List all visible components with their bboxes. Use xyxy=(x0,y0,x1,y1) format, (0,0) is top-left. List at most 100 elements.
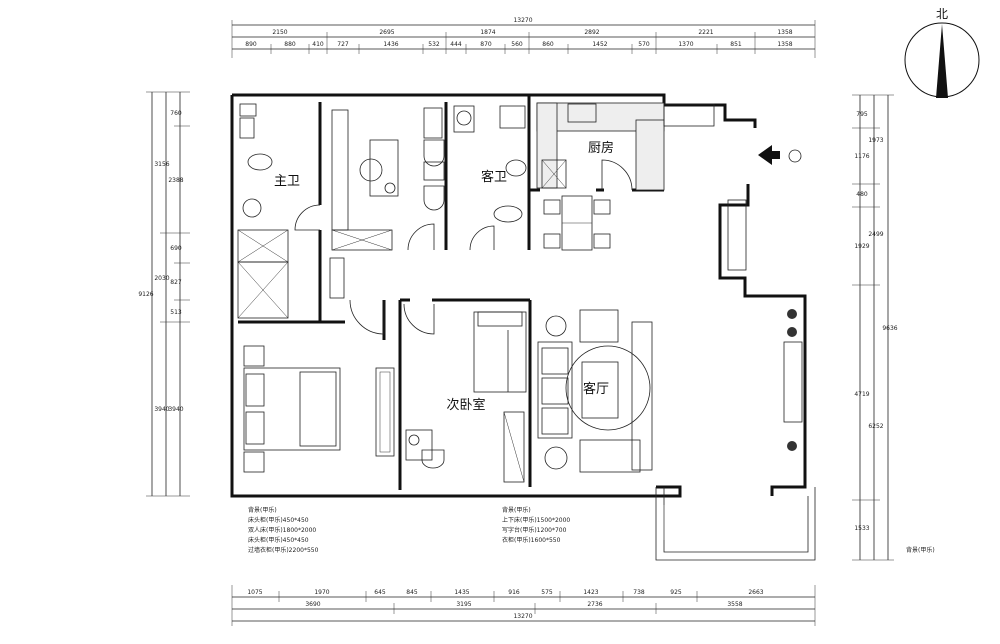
chair-icon xyxy=(593,233,611,249)
bottom-dimension-lines: 1075 1970 645 845 1435 916 575 1423 738 … xyxy=(231,585,816,626)
left-dimension-lines: 9126 3156 2030 3940 760 2388 690 827 513… xyxy=(138,91,190,497)
dim-label: 2499 xyxy=(868,231,883,238)
wardrobe-icon xyxy=(503,411,525,483)
door-swing xyxy=(407,223,435,251)
door-swing xyxy=(294,204,321,231)
balcony-wall xyxy=(663,487,809,553)
chair-icon xyxy=(421,449,445,469)
legend-item: 衣柜(甲乐)1600*550 xyxy=(502,536,561,544)
counter-icon xyxy=(536,102,558,189)
dim-label: 845 xyxy=(406,589,418,596)
dim-label: 2695 xyxy=(379,29,394,36)
legend-right: 背景(甲乐) 上下床(甲乐)1500*2000 写字台(甲乐)1200*700 … xyxy=(502,506,570,544)
plant-icon xyxy=(787,327,797,337)
dim-label: 3156 xyxy=(154,161,169,168)
double-bed-icon xyxy=(299,371,337,447)
legend-item: 背景(甲乐) xyxy=(248,506,277,514)
dim-label: 2663 xyxy=(748,589,763,596)
counter-icon xyxy=(635,119,665,191)
pillow-icon xyxy=(245,411,265,445)
double-bed-icon xyxy=(243,367,341,451)
dim-label: 570 xyxy=(638,41,650,48)
plant-icon xyxy=(787,309,797,319)
legend-item: 写字台(甲乐)1200*700 xyxy=(502,526,567,534)
nightstand-icon xyxy=(243,345,265,367)
toilet-icon xyxy=(247,153,273,171)
legend-item: 过墙衣柜(甲乐)2200*550 xyxy=(248,546,319,554)
plant-icon xyxy=(329,257,345,299)
dim-label: 410 xyxy=(312,41,324,48)
master-bath-fixtures xyxy=(237,103,289,319)
toilet-icon xyxy=(423,185,445,211)
cabinet-icon xyxy=(239,103,257,117)
dim-label: 1533 xyxy=(854,525,869,532)
exterior-wall xyxy=(230,95,682,498)
dim-label: 795 xyxy=(856,111,868,118)
legend-item: 双人床(甲乐)1800*2000 xyxy=(248,526,316,534)
cabinet-icon xyxy=(331,229,393,251)
chair-icon xyxy=(593,199,611,215)
door-swing xyxy=(403,303,435,335)
chair-icon xyxy=(543,233,561,249)
fridge-icon xyxy=(541,159,567,189)
corridor-fixtures xyxy=(329,107,445,299)
dim-label: 1423 xyxy=(583,589,598,596)
basin-icon xyxy=(242,198,262,218)
cabinet-icon xyxy=(331,109,349,231)
desk-icon xyxy=(369,139,399,197)
dim-label: 1358 xyxy=(777,41,792,48)
dim-label: 925 xyxy=(670,589,682,596)
dim-label: 4719 xyxy=(854,391,869,398)
living-room-fixtures xyxy=(537,199,803,473)
dim-label: 2150 xyxy=(272,29,287,36)
toilet-icon xyxy=(423,139,445,167)
wardrobe-icon xyxy=(237,261,289,319)
dim-label: 2030 xyxy=(154,275,169,282)
right-dimension-lines: 9636 1973 2499 6252 795 1176 480 1929 47… xyxy=(852,94,898,561)
chair-icon xyxy=(543,199,561,215)
master-bedroom-fixtures xyxy=(243,345,395,473)
north-arrow: 北 xyxy=(904,7,980,98)
dim-label: 916 xyxy=(508,589,520,596)
dim-label: 3940 xyxy=(154,406,169,413)
pillow-icon xyxy=(245,373,265,407)
sofa-cushion-icon xyxy=(541,347,569,375)
door-swing xyxy=(601,159,633,191)
dim-label: 1874 xyxy=(480,29,495,36)
north-label: 北 xyxy=(936,7,948,21)
door-swing xyxy=(469,225,495,251)
top-total-dim: 13270 xyxy=(513,17,532,24)
basin-icon xyxy=(423,161,445,181)
legend-corner: 背景(甲乐) xyxy=(906,546,935,554)
exterior-wall xyxy=(232,93,757,128)
exterior-walls xyxy=(230,93,816,561)
desk-icon xyxy=(405,429,433,461)
kitchen-fixtures xyxy=(536,102,715,191)
dim-label: 480 xyxy=(856,191,868,198)
cabinet-icon xyxy=(237,229,289,263)
pillow-icon xyxy=(477,311,523,327)
dim-label: 3195 xyxy=(456,601,471,608)
dim-label: 1435 xyxy=(454,589,469,596)
door-swing xyxy=(349,299,385,335)
dim-label: 727 xyxy=(337,41,349,48)
cabinet-icon xyxy=(727,199,747,271)
dim-label: 760 xyxy=(170,110,182,117)
dim-label: 690 xyxy=(170,245,182,252)
sofa-cushion-icon xyxy=(541,377,569,405)
armchair-icon xyxy=(579,439,641,473)
dim-label: 1370 xyxy=(678,41,693,48)
legend-item: 床头柜(甲乐)450*450 xyxy=(248,516,309,524)
bottom-total-dim: 13270 xyxy=(513,613,532,620)
stove-icon xyxy=(663,103,715,127)
dim-label: 2736 xyxy=(587,601,602,608)
dim-label: 827 xyxy=(170,279,182,286)
entrance-arrow-icon xyxy=(758,145,802,165)
dim-label: 2388 xyxy=(168,177,183,184)
tv-cabinet-icon xyxy=(783,341,803,423)
dim-label: 1358 xyxy=(777,29,792,36)
dim-label: 532 xyxy=(428,41,440,48)
legend-item: 床头柜(甲乐)450*450 xyxy=(248,536,309,544)
cabinet-icon xyxy=(423,107,443,139)
dim-label: 1970 xyxy=(314,589,329,596)
